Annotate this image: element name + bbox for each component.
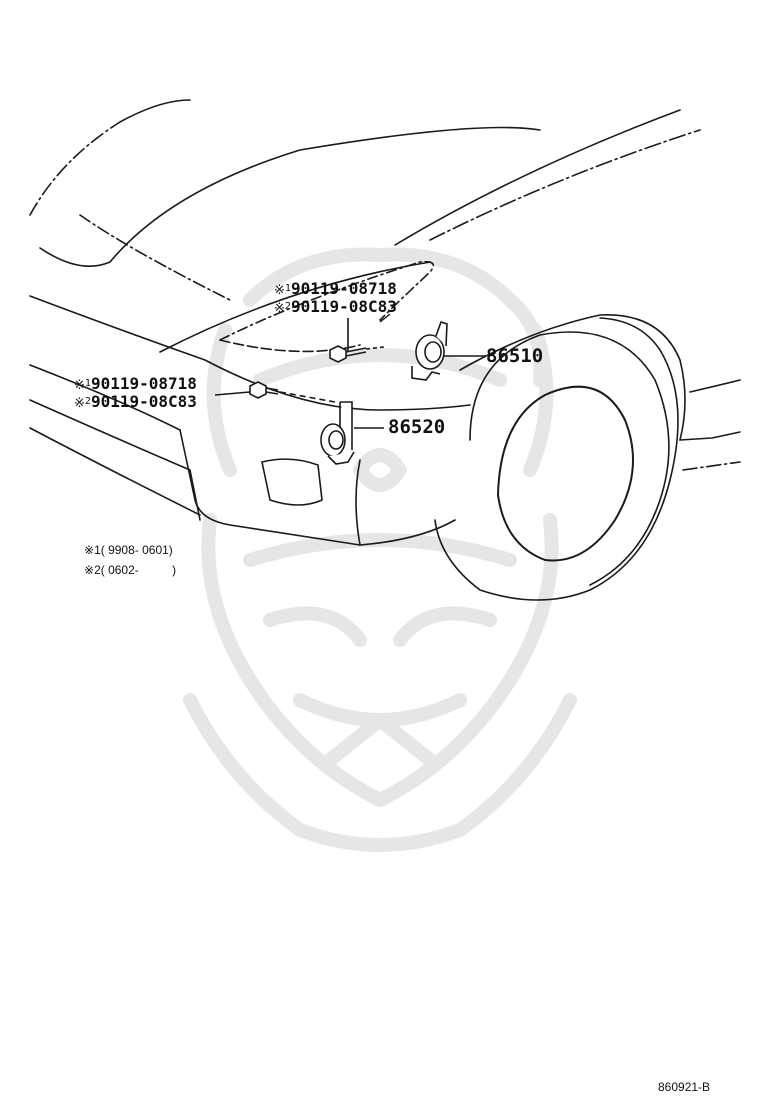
bolt-upper-icon	[329, 318, 385, 363]
footnote-1: ※1( 9908- 0601)	[84, 543, 173, 557]
variant-number: 1	[284, 283, 291, 294]
drawing-id: 860921-B	[658, 1080, 711, 1094]
variant-number: 2	[84, 396, 91, 407]
lower-callout-line1: ※190119-08718	[74, 375, 197, 395]
footnote-text: ( 9908- 0601)	[100, 543, 173, 557]
variant-number: 2	[284, 301, 291, 312]
footnote-variant: 1	[94, 543, 101, 557]
footnote-mark: ※	[74, 378, 85, 393]
part-number-lower-1[interactable]: 90119-08718	[90, 374, 197, 393]
footnote-2: ※2( 0602- )	[84, 563, 176, 577]
lower-callout-line2: ※290119-08C83	[74, 393, 197, 413]
footnote-mark: ※	[274, 283, 285, 298]
part-number-lower-2[interactable]: 90119-08C83	[90, 392, 197, 411]
footnote-text: ( 0602- )	[100, 563, 177, 577]
leader-lines	[379, 313, 391, 323]
watermark-emblem	[183, 247, 577, 852]
footnote-variant: 2	[94, 563, 101, 577]
part-number-horn-high[interactable]: 86510	[486, 345, 544, 367]
bolt-lower-icon	[214, 381, 336, 403]
horn-86510-icon	[411, 320, 486, 381]
part-number-upper-1[interactable]: 90119-08718	[290, 279, 397, 298]
upper-callout-line2: ※290119-08C83	[274, 298, 397, 318]
footnote-mark: ※	[274, 301, 285, 316]
part-number-upper-2[interactable]: 90119-08C83	[290, 297, 397, 316]
footnote-mark: ※	[84, 543, 95, 557]
horn-86520-icon	[320, 401, 384, 465]
upper-callout-line1: ※190119-08718	[274, 280, 397, 300]
footnote-mark: ※	[84, 563, 95, 577]
part-number-horn-low[interactable]: 86520	[388, 416, 446, 438]
footnote-mark: ※	[74, 396, 85, 411]
variant-number: 1	[84, 378, 91, 389]
car-body-outline	[29, 99, 741, 601]
